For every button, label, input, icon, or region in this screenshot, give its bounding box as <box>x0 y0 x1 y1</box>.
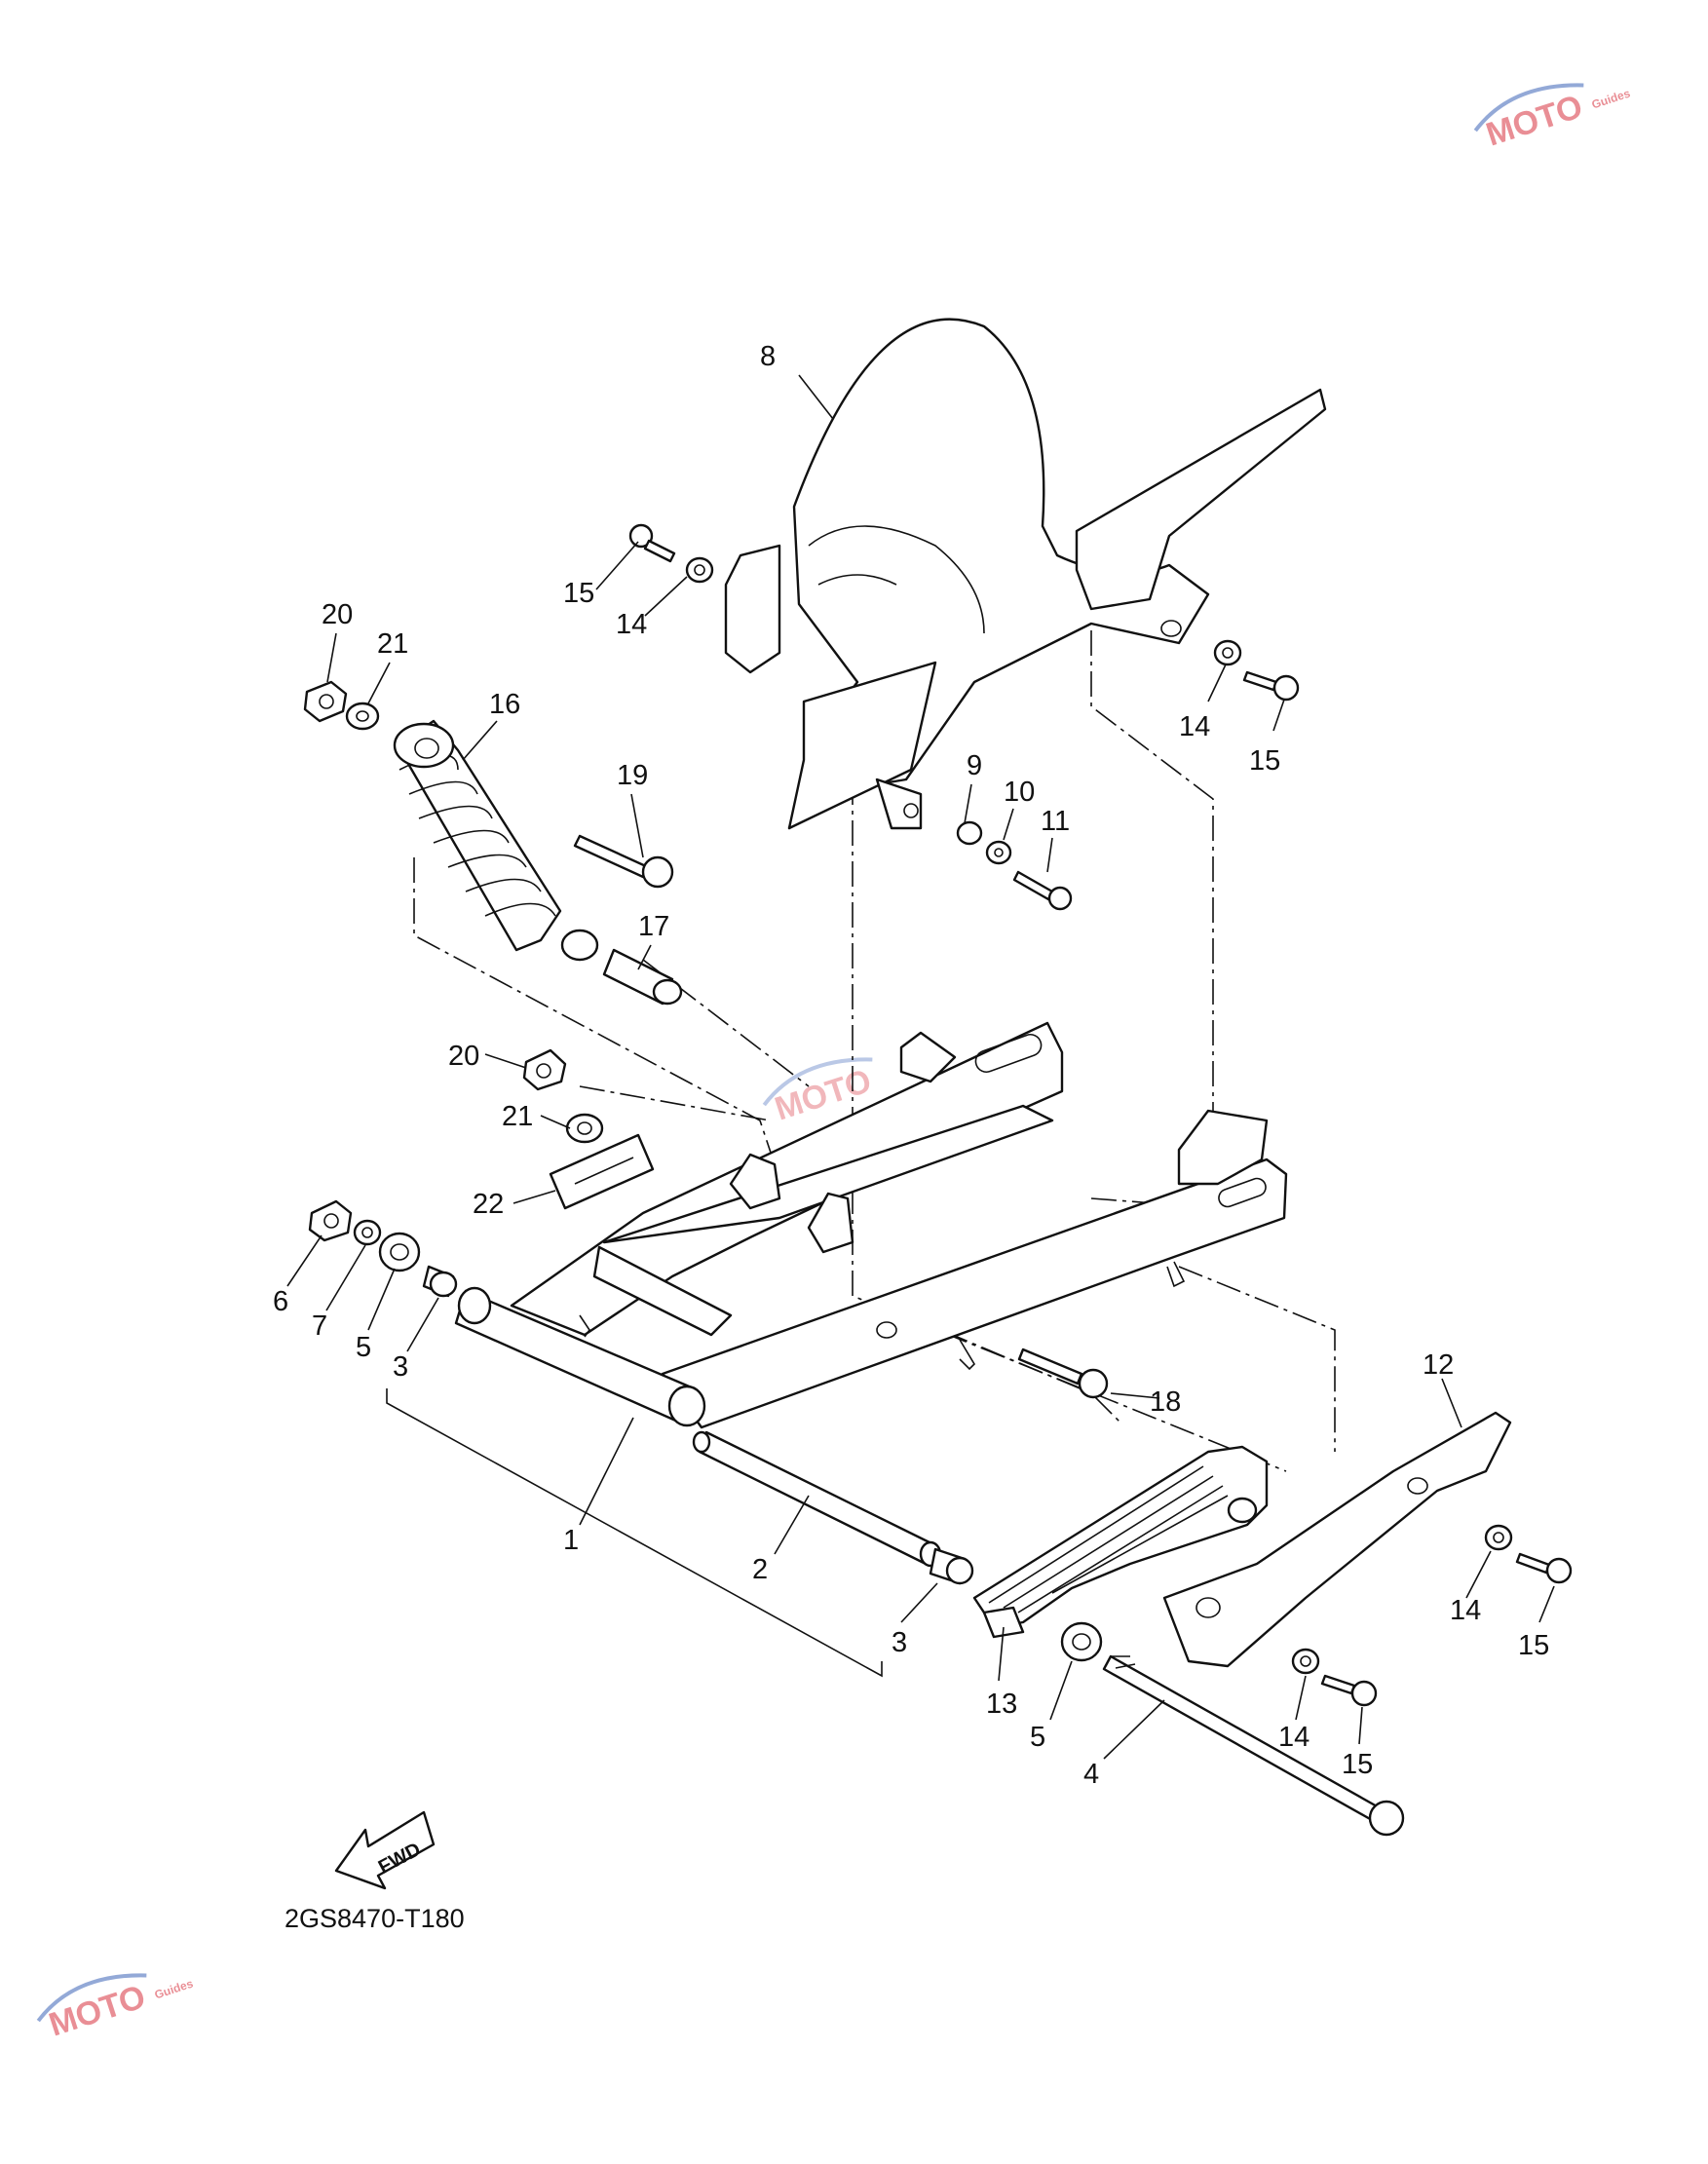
callout-18: 18 <box>1150 1386 1181 1418</box>
bolt-part-15-b <box>1242 670 1300 702</box>
seal-part-5-front <box>378 1232 421 1272</box>
collar-part-17 <box>602 948 683 1006</box>
svg-text:MOTO: MOTO <box>1482 88 1587 153</box>
bolt-part-11 <box>1012 870 1073 911</box>
callout-4: 4 <box>1083 1759 1099 1790</box>
collar-part-14-b <box>1213 639 1242 666</box>
swingarm-part-1 <box>454 1021 1288 1429</box>
collar-part-14-c <box>1484 1524 1513 1551</box>
callout-3-b: 3 <box>892 1627 907 1658</box>
collar-part-14-a <box>685 556 714 584</box>
callout-14-d: 14 <box>1278 1722 1309 1753</box>
callout-17: 17 <box>638 911 669 942</box>
callout-14-c: 14 <box>1450 1595 1481 1626</box>
bolt-part-4 <box>1102 1654 1405 1837</box>
callout-20-b: 20 <box>448 1041 479 1072</box>
pivot-shaft-part-2 <box>692 1430 942 1568</box>
collar-part-14-d <box>1291 1648 1320 1675</box>
callout-10: 10 <box>1004 777 1035 808</box>
watermark-logo-bottom: MOTO Guides <box>36 1973 195 2044</box>
callout-8: 13 <box>986 1689 1017 1720</box>
callout-5-a: 5 <box>356 1332 371 1363</box>
callout-21-a: 21 <box>377 628 408 660</box>
watermark-logo-top: MOTO Guides <box>1473 83 1632 154</box>
callout-bracket-1-2-3 <box>386 1388 883 1678</box>
callout-19: 19 <box>617 760 648 791</box>
collar-part-9 <box>956 820 983 846</box>
bolt-part-19 <box>573 834 674 889</box>
callout-13: 12 <box>1423 1349 1454 1381</box>
callout-15-d: 15 <box>1342 1749 1373 1780</box>
nut-part-20-upper <box>303 680 348 723</box>
label-part-22 <box>549 1133 655 1210</box>
rear-shock-part-16 <box>393 719 599 962</box>
collar-part-3-rear <box>929 1547 974 1585</box>
washer-part-7 <box>353 1219 382 1246</box>
forward-arrow-icon: FWD <box>334 1810 436 1890</box>
bolt-part-18 <box>1017 1348 1109 1399</box>
washer-part-21-middle <box>565 1113 604 1144</box>
collar-part-3-front <box>422 1265 458 1298</box>
callout-labels: 8 15 14 20 21 16 19 17 9 10 11 14 15 20 … <box>273 341 1549 1790</box>
leader-lines <box>286 374 1555 1760</box>
callout-14-b: 14 <box>1179 711 1210 742</box>
bolt-part-15-d <box>1320 1674 1378 1707</box>
callout-22: 22 <box>473 1189 504 1220</box>
svg-text:Guides: Guides <box>153 1976 195 2001</box>
callout-9: 9 <box>967 750 982 781</box>
callout-16: 16 <box>489 689 520 720</box>
washer-part-10 <box>985 840 1012 865</box>
callout-1: 1 <box>563 1525 579 1556</box>
svg-text:Guides: Guides <box>1590 86 1632 111</box>
washer-part-21-upper <box>345 702 380 731</box>
nut-part-20-middle <box>522 1048 567 1091</box>
callout-7: 7 <box>312 1310 327 1342</box>
callout-15-a: 15 <box>563 578 594 609</box>
drawing-code: 2GS8470-T180 <box>285 1904 465 1933</box>
callout-2: 2 <box>752 1554 768 1585</box>
callout-15-c: 15 <box>1518 1630 1549 1661</box>
nut-part-6 <box>308 1199 353 1242</box>
chain-case-part-13 <box>1162 1411 1512 1668</box>
rear-fender-part-12 <box>724 318 1327 830</box>
callout-3-a: 3 <box>393 1351 408 1383</box>
seal-part-5-rear <box>1060 1621 1103 1662</box>
callout-11: 11 <box>1041 806 1070 837</box>
callout-12: 8 <box>760 341 776 372</box>
callout-6: 6 <box>273 1286 288 1317</box>
callout-21-b: 21 <box>502 1101 533 1132</box>
bolt-part-15-c <box>1515 1552 1573 1584</box>
svg-text:MOTO: MOTO <box>45 1978 150 2043</box>
bolt-part-15-a <box>628 523 676 563</box>
chain-puller-part-8 <box>972 1445 1269 1639</box>
callout-15-b: 15 <box>1249 745 1280 777</box>
callout-20-a: 20 <box>322 599 353 630</box>
callout-14-a: 14 <box>616 609 647 640</box>
callout-5-b: 5 <box>1030 1722 1045 1753</box>
